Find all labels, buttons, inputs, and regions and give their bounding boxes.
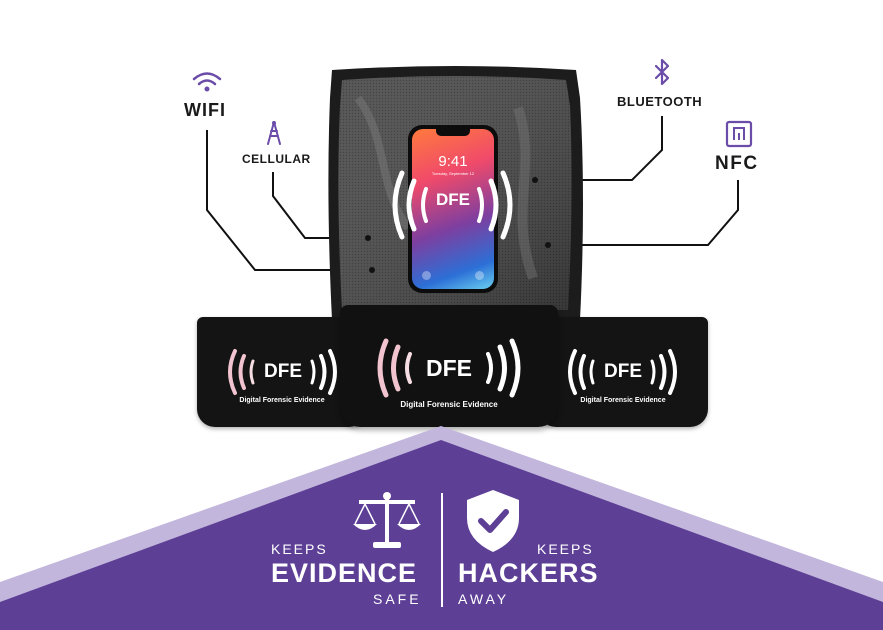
pouch-center: DFE Digital Forensic Evidence xyxy=(340,305,558,427)
wifi-connector xyxy=(206,130,372,271)
shield-check-icon xyxy=(467,490,519,552)
pouch-left-tagline: Digital Forensic Evidence xyxy=(239,397,325,404)
pouch-center-tagline: Digital Forensic Evidence xyxy=(400,400,498,409)
banner-right-main: HACKERS xyxy=(458,558,599,588)
nfc-icon xyxy=(725,120,753,148)
phone-notch xyxy=(436,129,470,136)
pouch-right-tagline: Digital Forensic Evidence xyxy=(580,397,666,404)
bluetooth-label: BLUETOOTH xyxy=(617,94,703,109)
nfc-connector xyxy=(548,180,739,246)
phone-signal-waves xyxy=(392,170,513,240)
pouch-right-signal-icon xyxy=(568,349,677,395)
phone-brand-logo: DFE xyxy=(436,190,470,209)
phone-date: Tuesday, September 12 xyxy=(431,171,475,176)
pouch-right-brand: DFE xyxy=(604,361,642,382)
bluetooth-connector xyxy=(535,116,663,181)
cell-tower-icon xyxy=(267,121,281,145)
nfc-label: NFC xyxy=(715,153,759,174)
cellular-label: CELLULAR xyxy=(242,152,311,166)
pouch-center-signal-icon xyxy=(377,338,521,398)
pouch-left: DFE Digital Forensic Evidence xyxy=(197,317,367,427)
wifi-label: WIFI xyxy=(184,100,226,120)
camera-icon xyxy=(475,271,484,280)
flashlight-icon xyxy=(422,271,431,280)
bluetooth-icon xyxy=(654,58,670,86)
wifi-icon xyxy=(192,72,222,92)
banner-left-top: KEEPS xyxy=(271,541,328,557)
phone-time: 9:41 xyxy=(438,153,468,170)
banner-right-bottom: AWAY xyxy=(458,591,510,607)
scales-of-justice-icon xyxy=(353,492,421,548)
banner-divider xyxy=(441,493,443,607)
pouch-left-signal-icon xyxy=(228,349,337,395)
pouch-right: DFE Digital Forensic Evidence xyxy=(538,317,708,427)
pouch-center-brand: DFE xyxy=(426,355,472,381)
banner-left-bottom: SAFE xyxy=(373,591,422,607)
pouch-left-brand: DFE xyxy=(264,361,302,382)
banner-left-main: EVIDENCE xyxy=(271,558,418,588)
banner-right-top: KEEPS xyxy=(537,541,594,557)
